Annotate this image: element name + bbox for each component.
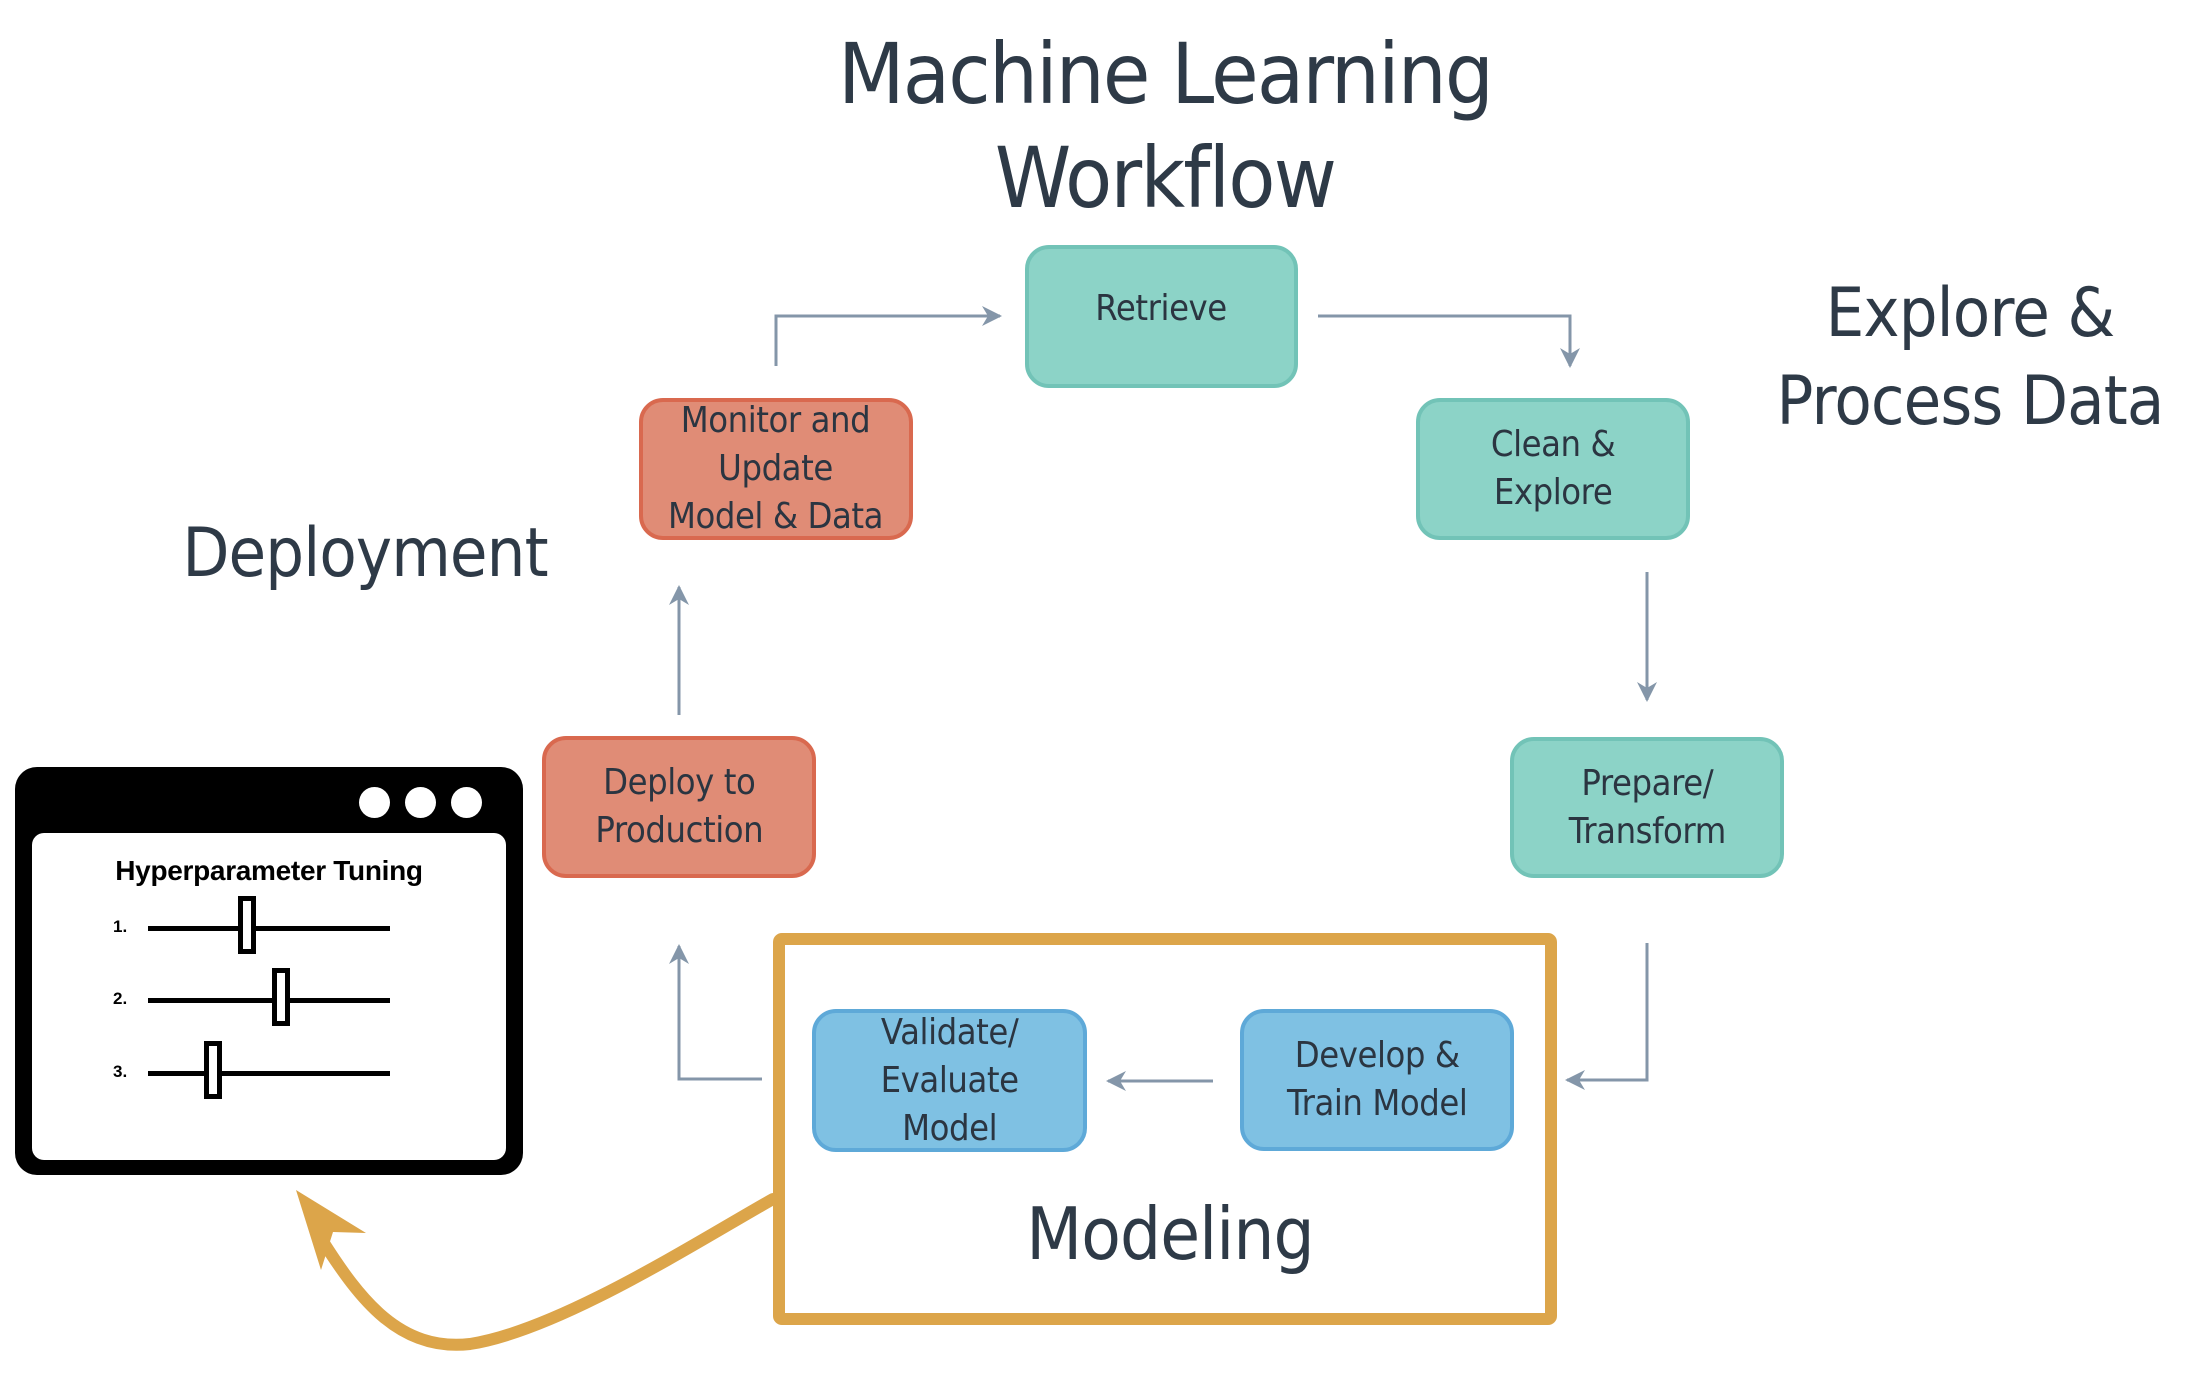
node-develop-train[interactable]: Develop & Train Model bbox=[1240, 1009, 1514, 1151]
modeling-highlight-box bbox=[773, 933, 1557, 1325]
slider-handle[interactable] bbox=[238, 896, 257, 954]
node-validate-evaluate-label: Validate/ Evaluate Model bbox=[880, 1011, 1019, 1149]
highlight-curve-arrow bbox=[316, 1193, 779, 1351]
node-develop-train-label: Develop & Train Model bbox=[1286, 1035, 1468, 1124]
slider-handle[interactable] bbox=[204, 1041, 223, 1099]
window-title: Hyperparameter Tuning bbox=[115, 855, 423, 886]
arrow-prepare-to-develop bbox=[1565, 943, 1649, 1090]
node-retrieve-label: Retrieve bbox=[1095, 288, 1228, 329]
highlight-arrowhead bbox=[296, 1190, 366, 1270]
node-clean-explore-label: Clean & Explore bbox=[1490, 424, 1616, 513]
slider-handle[interactable] bbox=[272, 968, 291, 1026]
window-control-dot-icon[interactable] bbox=[405, 787, 436, 818]
arrow-monitor-to-retrieve bbox=[774, 306, 1002, 366]
slider-track[interactable] bbox=[148, 926, 390, 931]
node-retrieve[interactable]: Retrieve bbox=[1025, 245, 1298, 388]
slider-label: 2. bbox=[113, 989, 128, 1008]
node-prepare-transform-label: Prepare/ Transform bbox=[1568, 762, 1726, 852]
slider-track[interactable] bbox=[148, 1071, 390, 1076]
window-body: Hyperparameter Tuning 1. 2. 3. bbox=[32, 833, 506, 1160]
arrow-validate-to-deploy bbox=[669, 944, 762, 1081]
node-prepare-transform[interactable]: Prepare/ Transform bbox=[1510, 737, 1784, 878]
hyperparameter-window: Hyperparameter Tuning 1. 2. 3. bbox=[15, 767, 523, 1175]
node-monitor-update-label: Monitor and Update Model & Data bbox=[668, 400, 884, 537]
slider-label: 3. bbox=[113, 1062, 128, 1081]
node-clean-explore[interactable]: Clean & Explore bbox=[1416, 398, 1690, 540]
window-control-dot-icon[interactable] bbox=[359, 787, 390, 818]
diagram-title: Machine Learning Workflow bbox=[837, 25, 1494, 227]
slider-track[interactable] bbox=[148, 998, 390, 1003]
slider-label: 1. bbox=[113, 917, 128, 936]
node-monitor-update[interactable]: Monitor and Update Model & Data bbox=[639, 398, 913, 540]
node-validate-evaluate[interactable]: Validate/ Evaluate Model bbox=[812, 1009, 1087, 1152]
section-label-deployment: Deployment bbox=[182, 514, 548, 593]
node-deploy-production-label: Deploy to Production bbox=[595, 762, 763, 851]
arrow-retrieve-to-clean bbox=[1318, 314, 1580, 368]
node-deploy-production[interactable]: Deploy to Production bbox=[542, 736, 816, 878]
section-label-modeling: Modeling bbox=[1026, 1192, 1314, 1276]
window-control-dot-icon[interactable] bbox=[451, 787, 482, 818]
section-label-explore: Explore & Process Data bbox=[1776, 274, 2165, 441]
